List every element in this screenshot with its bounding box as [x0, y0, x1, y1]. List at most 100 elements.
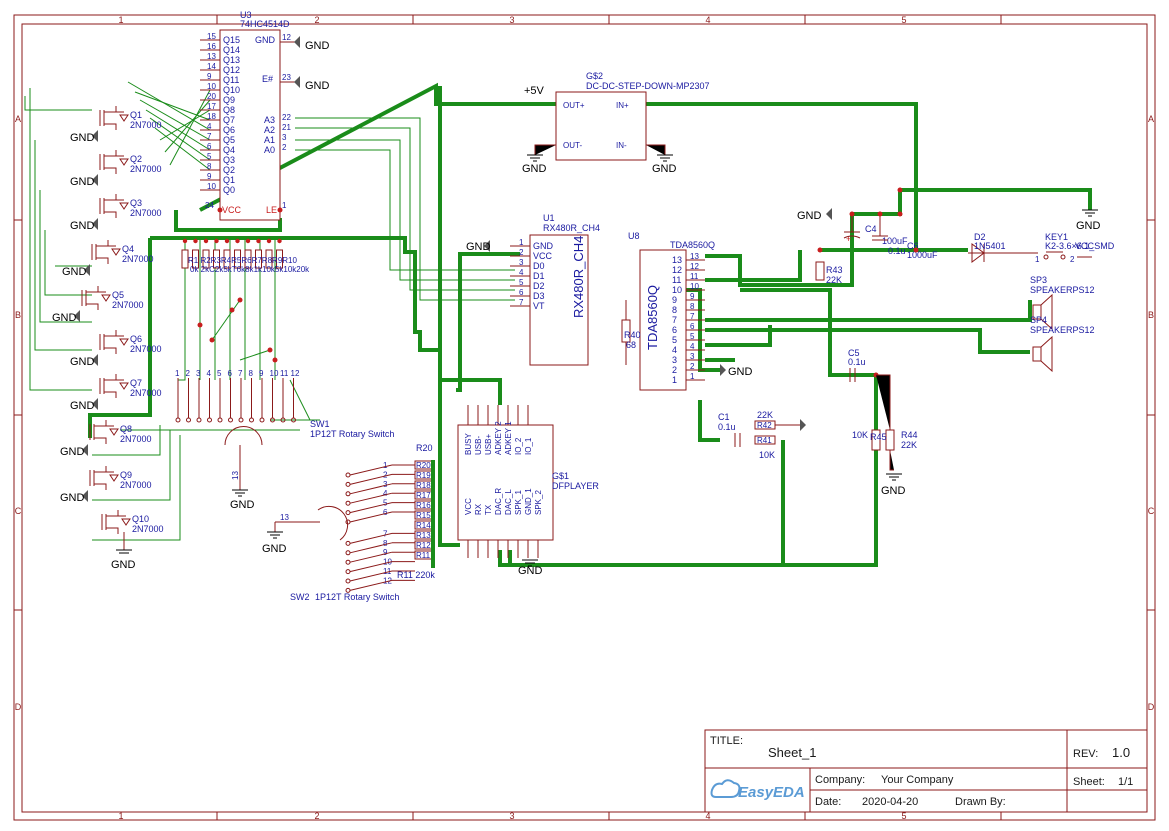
easyeda-logo-icon: [710, 779, 741, 798]
sw2-resistor-ref: R20: [416, 461, 431, 470]
dc-dc-converter[interactable]: G$2 DC-DC-STEP-DOWN-MP2307 OUT+ IN+ OUT-…: [522, 71, 710, 175]
u3-pin-name: Q3: [223, 155, 235, 165]
u8-pin-number: 5: [672, 335, 677, 345]
u3-pin-number: 4: [207, 122, 212, 131]
svg-text:+: +: [846, 234, 851, 244]
u3-gnd-pin: 12: [282, 33, 291, 42]
u3-le-label: LE: [266, 205, 277, 215]
u3-ref: U3: [240, 10, 252, 20]
u8-pin-number-outer: 11: [690, 272, 699, 281]
gs1-bottom-pin: TX: [484, 504, 493, 515]
gnd-label-u3a: GND: [305, 40, 330, 52]
u1-value: RX480R_CH4: [543, 223, 600, 233]
u3-pin-number: 10: [207, 182, 216, 191]
key1-value: K2-3.6×6.1_SMD: [1045, 241, 1115, 251]
u8-pin-number-outer: 5: [690, 332, 695, 341]
sw2-resistor-ref: R14: [416, 521, 431, 530]
gnd-label-key: GND: [1076, 220, 1101, 232]
u8-ref: U8: [628, 231, 640, 241]
u3-gnd-label: GND: [255, 35, 276, 45]
r43-value: 22K: [826, 275, 842, 285]
sw1-ref: SW1: [310, 419, 330, 429]
transistor-ref: Q3: [130, 198, 142, 208]
key1-ref: KEY1: [1045, 232, 1068, 242]
gs1-top-pin: IO_2: [514, 437, 523, 455]
sw1-pin-number: 6: [228, 369, 233, 378]
sw2-ref: SW2: [290, 592, 310, 602]
sheet-title: Sheet_1: [768, 745, 816, 760]
sw2-resistor-ref: R17: [416, 491, 431, 500]
gs1-top-pin: IO_1: [524, 437, 533, 455]
sw1-pin-number: 5: [217, 369, 222, 378]
r20-ref: R20: [416, 443, 433, 453]
gnd-label-transistor: GND: [70, 356, 95, 368]
svg-text:1: 1: [1035, 255, 1040, 264]
u3-pin-name: Q10: [223, 85, 240, 95]
u3-a3-pin: 22: [282, 113, 291, 122]
sw2-resistor-ref: R18: [416, 481, 431, 490]
u3-pin-name: Q13: [223, 55, 240, 65]
sw2-pin-number: 11: [383, 567, 392, 576]
transistor-value: 2N7000: [130, 208, 162, 218]
u1-pin-number: 2: [519, 248, 524, 257]
sw2-pin-number: 8: [383, 539, 388, 548]
u3-vcc-pin: 24: [205, 201, 214, 210]
transistor-ref: Q2: [130, 154, 142, 164]
u3-pin-number: 10: [207, 82, 216, 91]
rev-label: REV:: [1073, 748, 1098, 760]
zone-col-3-bottom: 3: [509, 811, 514, 821]
r11-label: R11 220k: [397, 570, 435, 580]
u8-pin-number-outer: 10: [690, 282, 699, 291]
transistor-value: 2N7000: [132, 524, 164, 534]
u1-rx480r-receiver[interactable]: U1 RX480R_CH4 RX480R_CH4 GND1VCC2D03D14D…: [466, 213, 600, 366]
r44-ref: R44: [901, 430, 918, 440]
gnd-label-transistor: GND: [70, 132, 95, 144]
u3-le-pin: 1: [282, 201, 287, 210]
u8-pin-number-outer: 3: [690, 352, 695, 361]
u1-pin-name: VCC: [533, 251, 553, 261]
key1-vcc-label: VCC: [1075, 241, 1095, 251]
gnd-label-transistor: GND: [70, 400, 95, 412]
gnd-q10: GND: [111, 532, 136, 571]
gnd-label-dcdc-in: GND: [652, 163, 677, 175]
sp3-value: SPEAKERPS12: [1030, 285, 1095, 295]
u3-pin-number: 5: [207, 152, 212, 161]
u3-pin-number: 13: [207, 52, 216, 61]
sw2-resistor-ref: R11: [416, 551, 431, 560]
zone-col-4: 4: [705, 15, 710, 25]
sw2-pin-number: 2: [383, 470, 388, 479]
zone-col-2-bottom: 2: [314, 811, 319, 821]
u8-pin-number: 4: [672, 345, 677, 355]
gnd-label-transistor: GND: [60, 446, 85, 458]
speaker-sp3: SP3 SPEAKERPS12: [1030, 275, 1095, 331]
drawn-by-label: Drawn By:: [955, 796, 1006, 808]
u3-e-label: E#: [262, 74, 273, 84]
d2-value: 1N5401: [974, 241, 1006, 251]
gnd-label-transistor: GND: [70, 176, 95, 188]
u3-decoder[interactable]: U3 74HC4514D Q1515Q1416Q1313Q1214Q119Q10…: [200, 10, 300, 221]
sw1-pin-number: 10: [270, 369, 279, 378]
zone-row-a-right: A: [1148, 114, 1154, 124]
gnd-label-u8: GND: [728, 366, 753, 378]
u8-pin-number: 11: [672, 275, 681, 285]
transistor-ref: Q8: [120, 424, 132, 434]
sw2-pin-number: 7: [383, 529, 388, 538]
gs1-value: DFPLAYER: [552, 481, 599, 491]
zone-row-c: C: [15, 506, 22, 516]
r41-ref: R41: [757, 436, 772, 445]
svg-text:2: 2: [1070, 255, 1075, 264]
zone-col-5: 5: [901, 15, 906, 25]
zone-row-b-right: B: [1148, 310, 1154, 320]
transistor-value: 2N7000: [120, 434, 152, 444]
sw2-pin-number: 12: [383, 576, 392, 585]
sw1-pin-number: 7: [238, 369, 243, 378]
